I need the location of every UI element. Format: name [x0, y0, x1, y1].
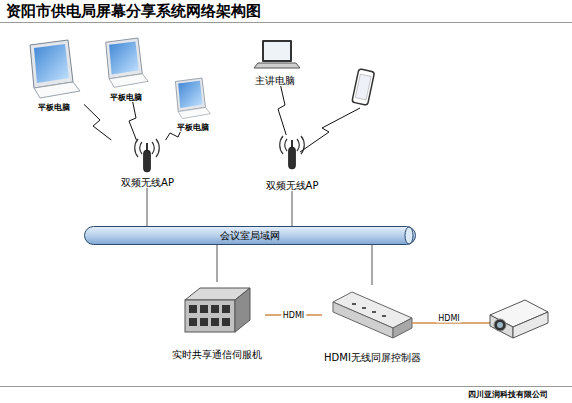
server-port — [222, 305, 230, 313]
tablet-icon — [30, 40, 80, 98]
wireless-link — [166, 132, 181, 140]
access-point-node: 双频无线AP — [105, 140, 190, 188]
tablet-icon — [106, 38, 149, 87]
cable-label: HDMI — [436, 314, 461, 323]
network-link — [372, 245, 373, 285]
node-label: 会议室局域网 — [220, 230, 280, 242]
network-band: 会议室局域网 — [84, 226, 416, 245]
network-link — [217, 245, 218, 282]
server-port — [189, 318, 197, 326]
server-side — [235, 288, 250, 332]
server-port — [222, 318, 230, 326]
controller-led — [352, 303, 356, 305]
node-label: 实时共享通信伺服机 — [172, 349, 262, 361]
tablet-icon — [175, 78, 210, 119]
controller-led — [382, 315, 386, 317]
access-point-node: 双频无线AP — [248, 135, 336, 191]
diagram-title: 资阳市供电局屏幕分享系统网络架构图 — [6, 2, 261, 21]
server-ports — [189, 305, 230, 326]
server-port — [200, 318, 208, 326]
server-port — [200, 305, 208, 313]
controller-led — [362, 307, 366, 309]
server-port — [189, 305, 197, 313]
phone-icon — [352, 69, 375, 106]
laptop-base — [254, 63, 300, 68]
cable-label: HDMI — [281, 311, 306, 320]
server-icon — [185, 288, 250, 332]
tablet-node: 平板电脑 — [24, 38, 84, 112]
controller-node: HDMI无线同屏控制器 — [322, 285, 423, 363]
tablet-node: 平板电脑 — [96, 36, 156, 102]
controller-led — [372, 311, 376, 313]
server-port — [211, 305, 219, 313]
server-node: 实时共享通信伺服机 — [169, 282, 265, 360]
wireless-link — [129, 102, 136, 140]
server-front — [185, 300, 235, 332]
node-label: 双频无线AP — [266, 180, 319, 192]
node-label: 平板电脑 — [38, 103, 70, 112]
wireless-link — [300, 108, 360, 152]
wireless-link — [278, 86, 286, 135]
controller-leds — [352, 303, 386, 317]
projector-lens-glass — [497, 322, 503, 328]
antenna-icon — [280, 136, 305, 169]
phone-screen — [355, 74, 371, 100]
network-link — [292, 191, 293, 226]
wireless-link — [84, 104, 111, 140]
title-rule — [0, 22, 572, 23]
node-label: 主讲电脑 — [255, 75, 295, 87]
antenna-icon — [135, 139, 160, 172]
company-name: 四川亚润科技有限公司 — [468, 389, 548, 400]
network-link — [147, 188, 148, 226]
band-body — [85, 227, 416, 245]
controller-icon — [333, 292, 412, 338]
laptop-icon — [254, 40, 300, 68]
node-label: 双频无线AP — [121, 177, 174, 189]
laptop-screen — [264, 42, 290, 60]
controller-front — [333, 302, 393, 338]
band-end — [405, 227, 413, 244]
projector-front — [490, 315, 513, 338]
node-label: HDMI无线同屏控制器 — [324, 352, 421, 364]
projector-icon — [490, 300, 548, 338]
laptop-lid — [262, 40, 292, 62]
server-port — [211, 318, 219, 326]
footer-rule — [0, 386, 572, 387]
projector-lens — [494, 319, 506, 331]
node-label: 平板电脑 — [110, 93, 142, 102]
projector-side — [513, 312, 548, 338]
laptop-node: 主讲电脑 — [245, 36, 305, 86]
phone-body — [352, 69, 375, 106]
node-label: 平板电脑 — [177, 123, 209, 132]
controller-side — [393, 318, 412, 338]
tablet-node: 平板电脑 — [166, 76, 220, 132]
